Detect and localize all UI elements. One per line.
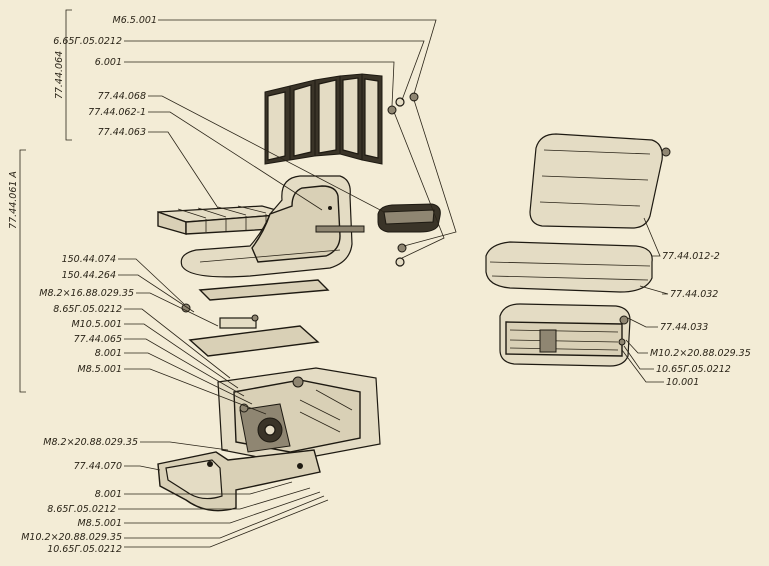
label-m8-2x20: M8.2×20.88.029.35 [43, 437, 138, 448]
vertical-label-77-44-064: 77.44.064 [54, 51, 65, 99]
label-77-44-070: 77.44.070 [74, 461, 122, 472]
labels-left-bottom: M8.2×20.88.029.35 77.44.070 8.001 8.65Г.… [21, 437, 138, 555]
seat-base-frame [181, 279, 330, 357]
suspension-mechanism [217, 367, 381, 463]
label-m10-2x20-bottom: M10.2×20.88.029.35 [21, 532, 122, 543]
label-m8-5-001-bottom: M8.5.001 [78, 518, 122, 529]
seat-shell [180, 175, 365, 278]
label-77-44-062-1: 77.44.062-1 [88, 107, 146, 118]
right-seat-cushion [485, 241, 653, 293]
label-6-001: 6.001 [95, 57, 122, 68]
label-77-44-012-2: 77.44.012-2 [662, 251, 720, 262]
mounting-bracket [157, 449, 321, 512]
label-8-65g: 8.65Г.05.0212 [53, 304, 122, 315]
label-77-44-068: 77.44.068 [98, 91, 146, 102]
bracket-77-44-061a [19, 149, 26, 393]
right-seat-box [499, 303, 631, 367]
label-77-44-033: 77.44.033 [660, 322, 708, 333]
label-m8-2x16: M8.2×16.88.029.35 [39, 288, 134, 299]
label-6-65g-05-0212: 6.65Г.05.0212 [53, 36, 122, 47]
armrest-pad [377, 203, 441, 233]
labels-left-mid: 77.44.068 77.44.062-1 77.44.063 [88, 91, 146, 138]
label-10-65g-bottom: 10.65Г.05.0212 [47, 544, 122, 555]
label-8-001: 8.001 [95, 348, 122, 359]
label-m10-5-001: M10.5.001 [71, 319, 122, 330]
label-8-65g-bottom: 8.65Г.05.0212 [47, 504, 116, 515]
label-150-44-264: 150.44.264 [62, 270, 116, 281]
labels-left-top: M6.5.001 6.65Г.05.0212 6.001 [53, 15, 157, 68]
label-77-44-063: 77.44.063 [98, 127, 146, 138]
backrest-pads [264, 73, 383, 165]
label-150-44-074: 150.44.074 [62, 254, 116, 265]
label-m6-5-001: M6.5.001 [113, 15, 157, 26]
labels-left-bracket: 150.44.074 150.44.264 M8.2×16.88.029.35 … [39, 254, 134, 375]
seat-pads [157, 205, 291, 235]
label-m10-2x20-right: M10.2×20.88.029.35 [650, 348, 751, 359]
label-m8-5-001: M8.5.001 [78, 364, 122, 375]
labels-right: 77.44.012-2 77.44.032 77.44.033 M10.2×20… [650, 251, 751, 388]
vertical-label-77-44-061a: 77.44.061 A [8, 171, 19, 229]
label-10-001: 10.001 [666, 377, 699, 388]
label-77-44-065: 77.44.065 [74, 334, 122, 345]
leader-lines [118, 19, 669, 548]
right-backrest-cushion [529, 133, 671, 229]
label-77-44-032: 77.44.032 [670, 289, 718, 300]
label-8-001-bottom: 8.001 [95, 489, 122, 500]
bracket-77-44-064 [65, 9, 72, 141]
label-10-65g-right: 10.65Г.05.0212 [656, 364, 731, 375]
